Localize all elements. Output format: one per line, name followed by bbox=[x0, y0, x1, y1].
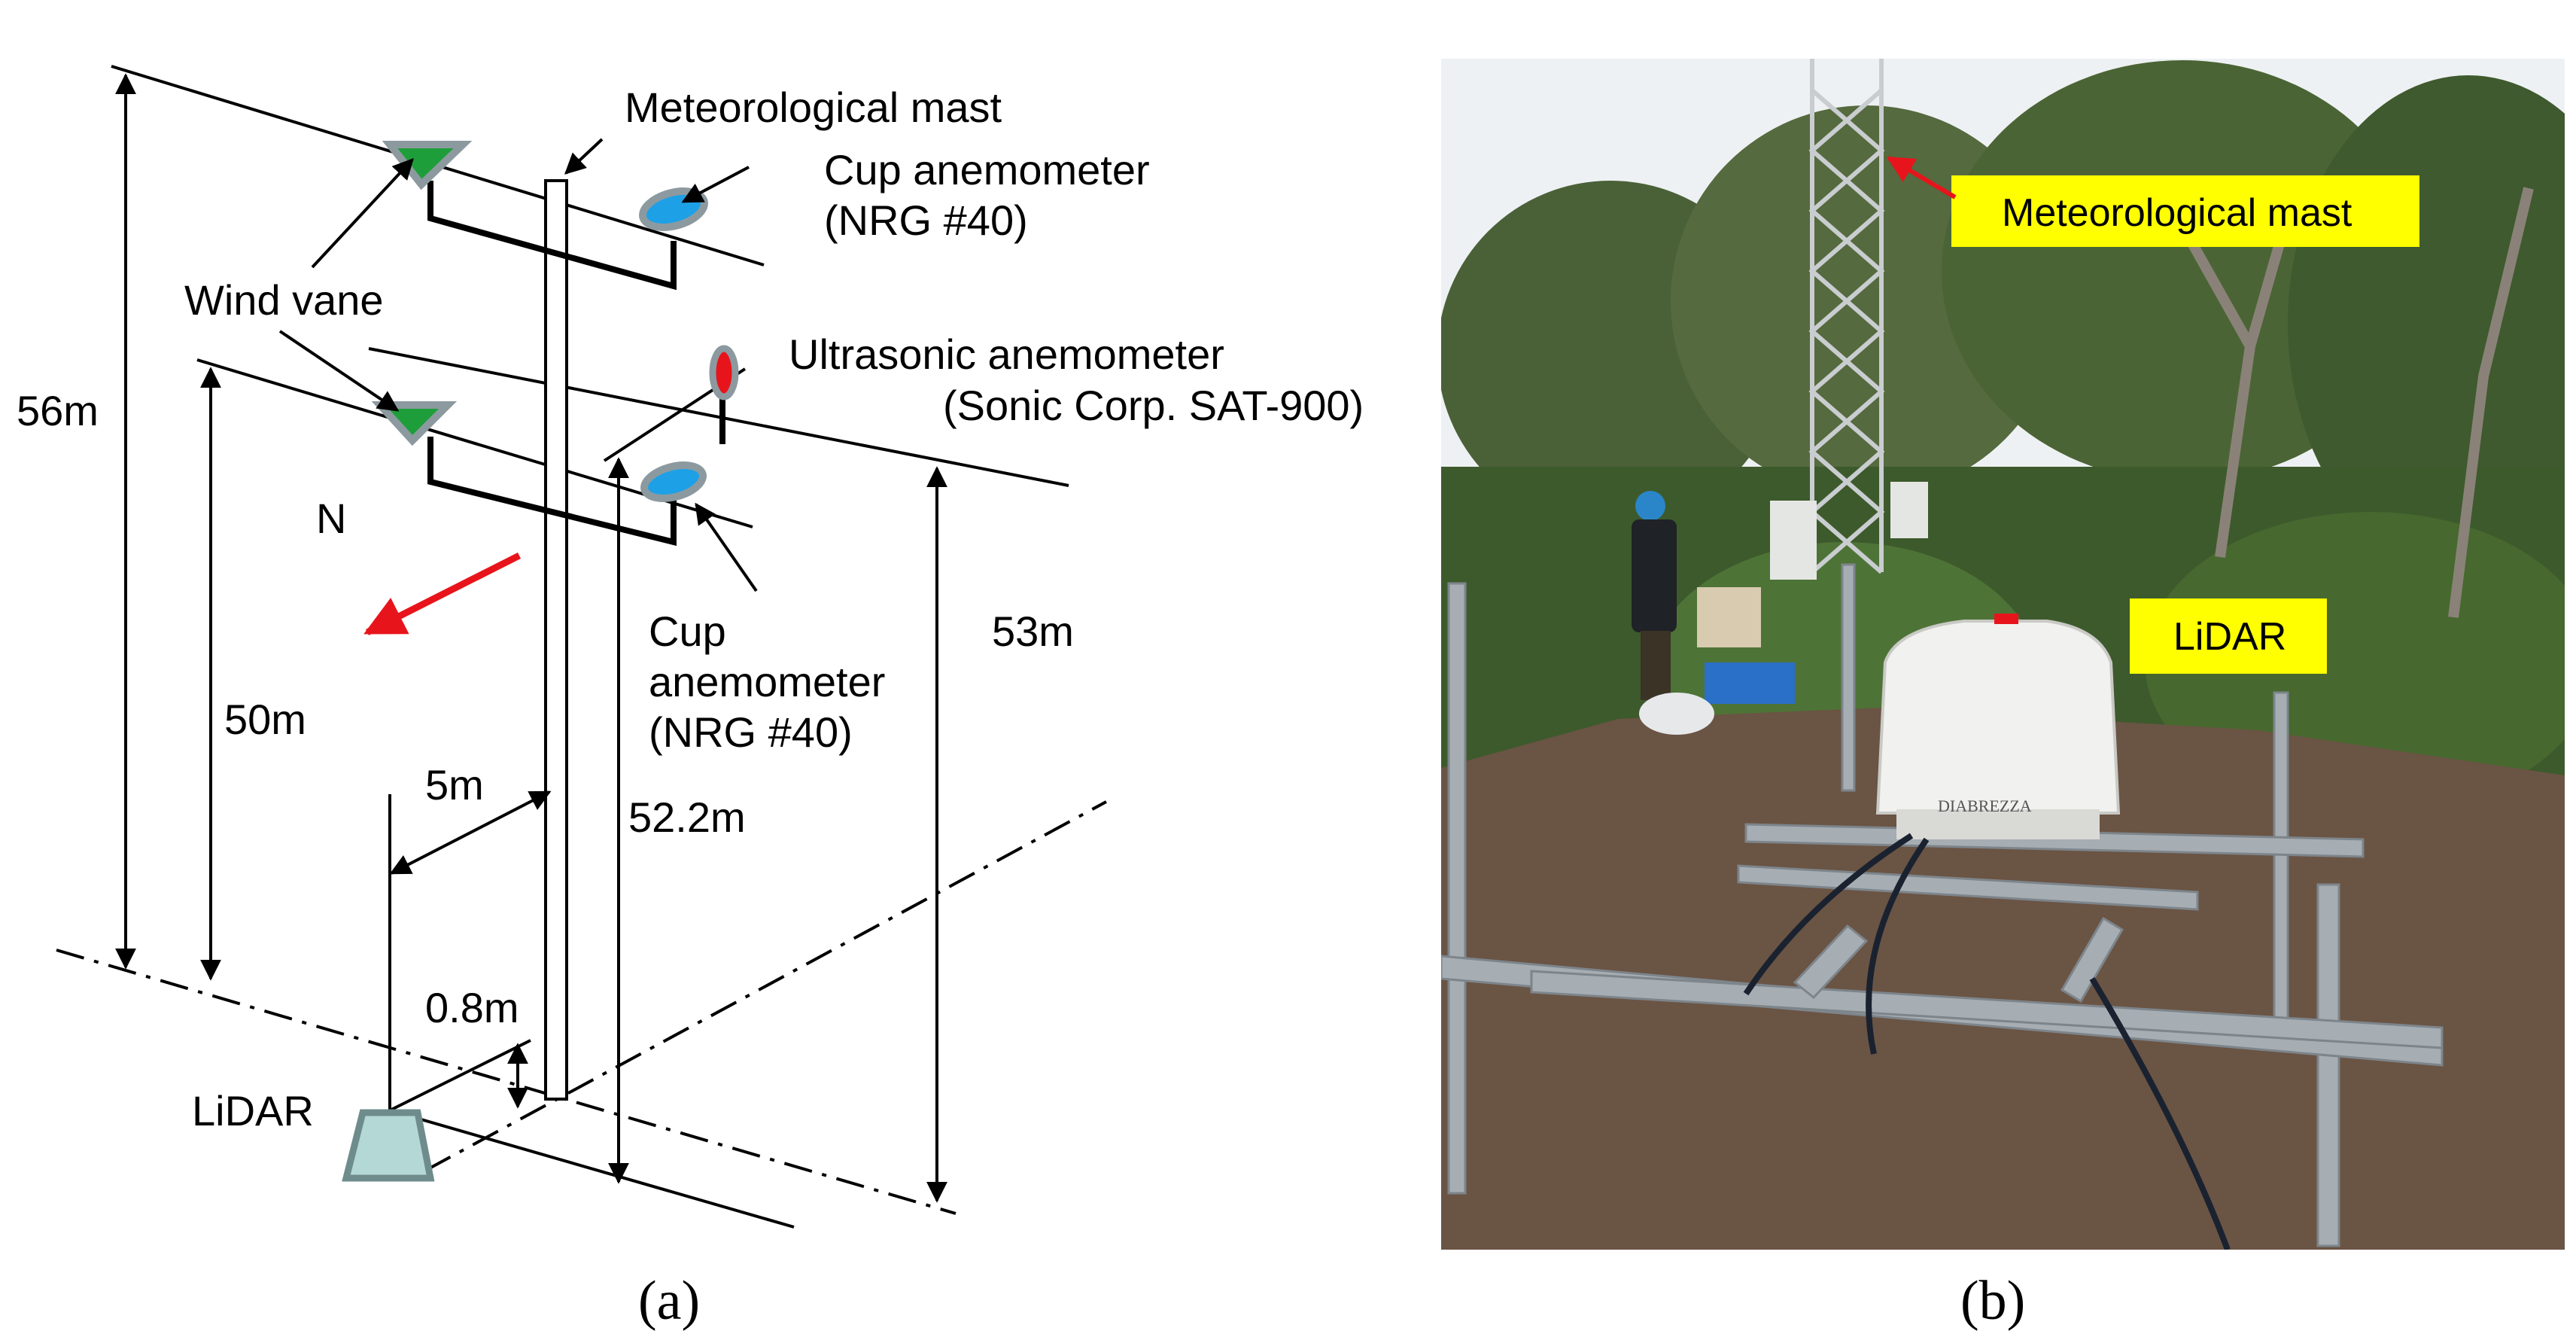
photo-lidar-base bbox=[1896, 809, 2100, 839]
label-cup-low-2: anemometer bbox=[649, 658, 885, 705]
panel-b-photo: DIABREZZA Meteorological mast LiDAR (b) bbox=[1441, 59, 2565, 1332]
photo-cables bbox=[1743, 833, 2231, 1250]
dim-53m-label: 53m bbox=[992, 608, 1074, 655]
dim-50m-label: 50m bbox=[224, 696, 306, 743]
photo-pipe-frame bbox=[1441, 563, 2444, 1247]
label-cup-anemometer-top: Cup anemometer bbox=[824, 146, 1150, 193]
tag-meteorological-mast: Meteorological mast bbox=[2002, 191, 2352, 235]
dim-52-2m-label: 52.2m bbox=[628, 793, 746, 841]
wind-vane-top-icon bbox=[382, 141, 473, 190]
photo-blue-tarp bbox=[1705, 662, 1795, 704]
photo-person bbox=[1632, 491, 1761, 700]
ultrasonic-anemometer-icon bbox=[709, 345, 739, 400]
ref-line-50m bbox=[196, 358, 753, 528]
cup-top-pointer bbox=[681, 166, 750, 203]
label-ultrasonic-anemometer-model: (Sonic Corp. SAT-900) bbox=[943, 382, 1364, 429]
ground-line-diagonal bbox=[424, 800, 1107, 1172]
ref-line-53m bbox=[368, 347, 1069, 487]
ground-line-front bbox=[56, 949, 956, 1215]
label-wind-vane: Wind vane bbox=[184, 276, 384, 324]
photo-lidar-brand-text: DIABREZZA bbox=[1938, 796, 2032, 815]
cup-low-pointer bbox=[695, 502, 758, 592]
top-boom bbox=[427, 181, 677, 291]
dim-56m-label: 56m bbox=[17, 387, 99, 434]
label-cup-low-1: Cup bbox=[649, 608, 726, 655]
photo-mast-tower bbox=[1808, 59, 1885, 574]
label-north: N bbox=[316, 495, 346, 542]
dim-5m-arrow bbox=[389, 790, 552, 875]
wind-vane-pointer-low bbox=[278, 330, 400, 412]
panel-a-schematic: Meteorological mast Cup anemometer (NRG … bbox=[17, 65, 1364, 1332]
ref-line-base bbox=[389, 1109, 795, 1229]
caption-b: (b) bbox=[1960, 1270, 2025, 1332]
lower-boom bbox=[427, 437, 677, 547]
north-arrow-icon bbox=[363, 552, 522, 636]
photo-mast-box-2 bbox=[1890, 482, 1928, 538]
tag-lidar: LiDAR bbox=[2173, 615, 2286, 659]
caption-a: (a) bbox=[638, 1270, 700, 1332]
tag-mast-arrow bbox=[1886, 156, 1957, 199]
label-cup-anemometer-top-model: (NRG #40) bbox=[824, 196, 1028, 244]
tag-lidar-box bbox=[2130, 598, 2327, 674]
lidar-icon bbox=[342, 1109, 435, 1182]
photo-mast-box-1 bbox=[1770, 501, 1817, 580]
photo-lidar-unit bbox=[1875, 620, 2121, 815]
tag-meteorological-mast-box bbox=[1951, 175, 2419, 247]
mast-pointer bbox=[564, 138, 604, 175]
photo-lidar-red-cap bbox=[1994, 614, 2018, 624]
cup-anemometer-low-icon bbox=[640, 461, 707, 502]
dim-5m-label: 5m bbox=[425, 761, 484, 809]
wind-vane-low-icon bbox=[371, 401, 458, 446]
meteorological-mast bbox=[544, 179, 568, 1101]
label-meteorological-mast: Meteorological mast bbox=[625, 84, 1002, 131]
label-cup-low-3: (NRG #40) bbox=[649, 708, 853, 756]
wind-vane-pointer-top bbox=[311, 157, 414, 269]
dim-0-8m-label: 0.8m bbox=[425, 984, 519, 1031]
label-ultrasonic-anemometer: Ultrasonic anemometer bbox=[789, 330, 1224, 378]
dim-0-8m-ext bbox=[389, 1039, 531, 1112]
photo-white-bag bbox=[1639, 693, 1714, 735]
label-lidar: LiDAR bbox=[192, 1087, 314, 1134]
